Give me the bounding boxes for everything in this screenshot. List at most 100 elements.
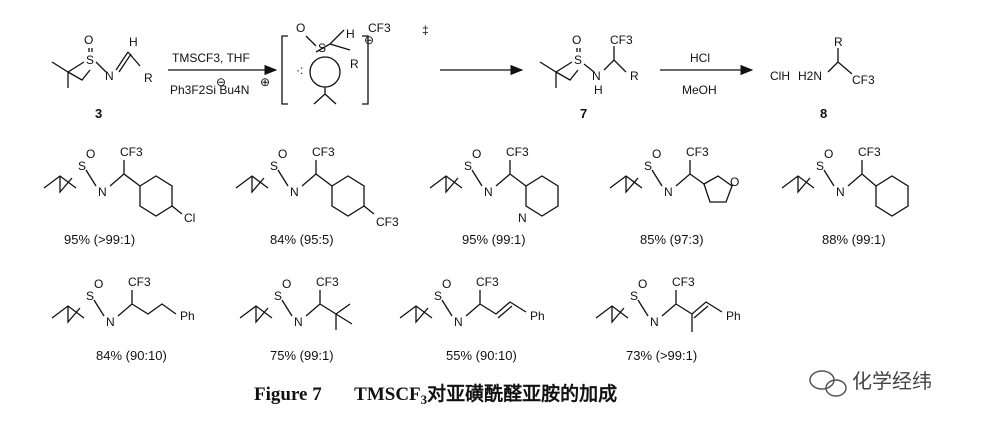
s8-cf3-label: CF3 [476, 275, 499, 289]
s6-n-label: N [106, 315, 115, 329]
substrate-6-structure: S O N CF3 Ph [51, 275, 195, 329]
nitrogen-label: N [105, 69, 114, 83]
plus-charge-icon: ⊕ [260, 75, 270, 89]
watermark: 化学经纬 [809, 369, 932, 397]
lone-pair-icon: ·: [296, 63, 303, 77]
s3-oxygen-label: O [472, 147, 481, 161]
s8-sulfur-label: S [434, 289, 442, 303]
substrate-7-yield: 75% (99:1) [270, 348, 334, 363]
c7-sulfur-label: S [574, 53, 582, 67]
substrate-9-yield: 73% (>99:1) [626, 348, 697, 363]
compound-number-8: 8 [820, 106, 827, 121]
s7-n-label: N [294, 315, 303, 329]
s3-cf3-label: CF3 [506, 145, 529, 159]
s1-cl-label: Cl [184, 211, 195, 225]
ts-hydrogen-label: H [346, 27, 355, 41]
ts-r-label: R [350, 57, 359, 71]
reagents-top-label: TMSCF3, THF [172, 51, 250, 65]
s9-ph-label: Ph [726, 309, 741, 323]
step2-bottom-label: MeOH [682, 83, 717, 97]
s9-n-label: N [650, 315, 659, 329]
s6-oxygen-label: O [94, 277, 103, 291]
s7-sulfur-label: S [274, 289, 282, 303]
substrate-3-yield: 95% (99:1) [462, 232, 526, 247]
substrate-1-yield: 95% (>99:1) [64, 232, 135, 247]
substrate-2-structure: S O N CF3 CF3 [235, 145, 399, 229]
s5-cf3-label: CF3 [858, 145, 881, 159]
s3-sulfur-label: S [464, 159, 472, 173]
substrate-5-structure: S O N CF3 [781, 145, 909, 217]
transition-state-structure: S O H R ·: CF3 ⊖ ‡ [281, 21, 429, 105]
s7-cf3-label: CF3 [316, 275, 339, 289]
s1-sulfur-label: S [78, 159, 86, 173]
substrate-6-yield: 84% (90:10) [96, 348, 167, 363]
ts-minus-icon: ⊖ [364, 33, 374, 47]
hydrogen-label: H [129, 35, 138, 49]
s9-cf3-label: CF3 [672, 275, 695, 289]
substrate-3-structure: S O N CF3 N [429, 145, 559, 225]
c8-cf3-label: CF3 [852, 73, 875, 87]
s4-cf3-label: CF3 [686, 145, 709, 159]
substrate-4-yield: 85% (97:3) [640, 232, 704, 247]
compound-number-7: 7 [580, 106, 587, 121]
watermark-text: 化学经纬 [852, 369, 932, 393]
compound-7-structure: S O N H CF3 R 7 [539, 33, 639, 121]
figure-caption: Figure 7 TMSCF3对亚磺酰醛亚胺的加成 [254, 382, 617, 407]
s4-n-label: N [664, 185, 673, 199]
substrate-4-structure: S O N CF3 O [609, 145, 739, 203]
clh-label: ClH [770, 69, 790, 83]
ts-oxygen-label: O [296, 21, 305, 35]
double-dagger-symbol: ‡ [422, 23, 429, 37]
sulfur-label: S [86, 53, 94, 67]
c7-oxygen-label: O [572, 33, 581, 47]
compound-3-structure: S O N H R 3 [51, 33, 153, 121]
minus-charge-icon: ⊖ [216, 75, 226, 89]
s6-sulfur-label: S [86, 289, 94, 303]
s3-n-label: N [484, 185, 493, 199]
oxygen-label: O [84, 33, 93, 47]
reagents-bottom-label: Ph3F2Si Bu4N [170, 83, 249, 97]
s6-cf3-label: CF3 [128, 275, 151, 289]
s4-oxygen-label: O [652, 147, 661, 161]
c7-cf3-label: CF3 [610, 33, 633, 47]
substrate-2-yield: 84% (95:5) [270, 232, 334, 247]
s2-oxygen-label: O [278, 147, 287, 161]
s2-n-label: N [290, 185, 299, 199]
s8-oxygen-label: O [442, 277, 451, 291]
s5-n-label: N [836, 185, 845, 199]
c7-r-label: R [630, 69, 639, 83]
r-group-label: R [144, 71, 153, 85]
s5-sulfur-label: S [816, 159, 824, 173]
substrate-8-structure: S O N CF3 Ph [399, 275, 545, 329]
s8-n-label: N [454, 315, 463, 329]
substrate-8-yield: 55% (90:10) [446, 348, 517, 363]
s1-n-label: N [98, 185, 107, 199]
s4-furan-o-label: O [730, 175, 739, 189]
figure-label: Figure 7 [254, 384, 322, 405]
s4-sulfur-label: S [644, 159, 652, 173]
compound-8-structure: ClH H2N R CF3 8 [770, 35, 875, 121]
s2-sulfur-label: S [270, 159, 278, 173]
s1-cf3-label: CF3 [120, 145, 143, 159]
s6-ph-label: Ph [180, 309, 195, 323]
s9-sulfur-label: S [630, 289, 638, 303]
c7-nh-label: N [592, 69, 601, 83]
substrate-7-structure: S O N CF3 [239, 275, 353, 330]
s7-oxygen-label: O [282, 277, 291, 291]
h2n-label: H2N [798, 69, 822, 83]
s9-oxygen-label: O [638, 277, 647, 291]
wechat-icon [809, 370, 847, 397]
s8-ph-label: Ph [530, 309, 545, 323]
ts-cf3-label: CF3 [368, 21, 391, 35]
substrate-5-yield: 88% (99:1) [822, 232, 886, 247]
s2-cf3-label: CF3 [312, 145, 335, 159]
s3-pyridine-n-label: N [518, 211, 527, 225]
c7-h-label: H [594, 83, 603, 97]
s1-oxygen-label: O [86, 147, 95, 161]
step2-top-label: HCl [690, 51, 710, 65]
c8-r-label: R [834, 35, 843, 49]
caption-reagent-subscript: 3 [421, 392, 428, 407]
compound-number-3: 3 [95, 106, 102, 121]
